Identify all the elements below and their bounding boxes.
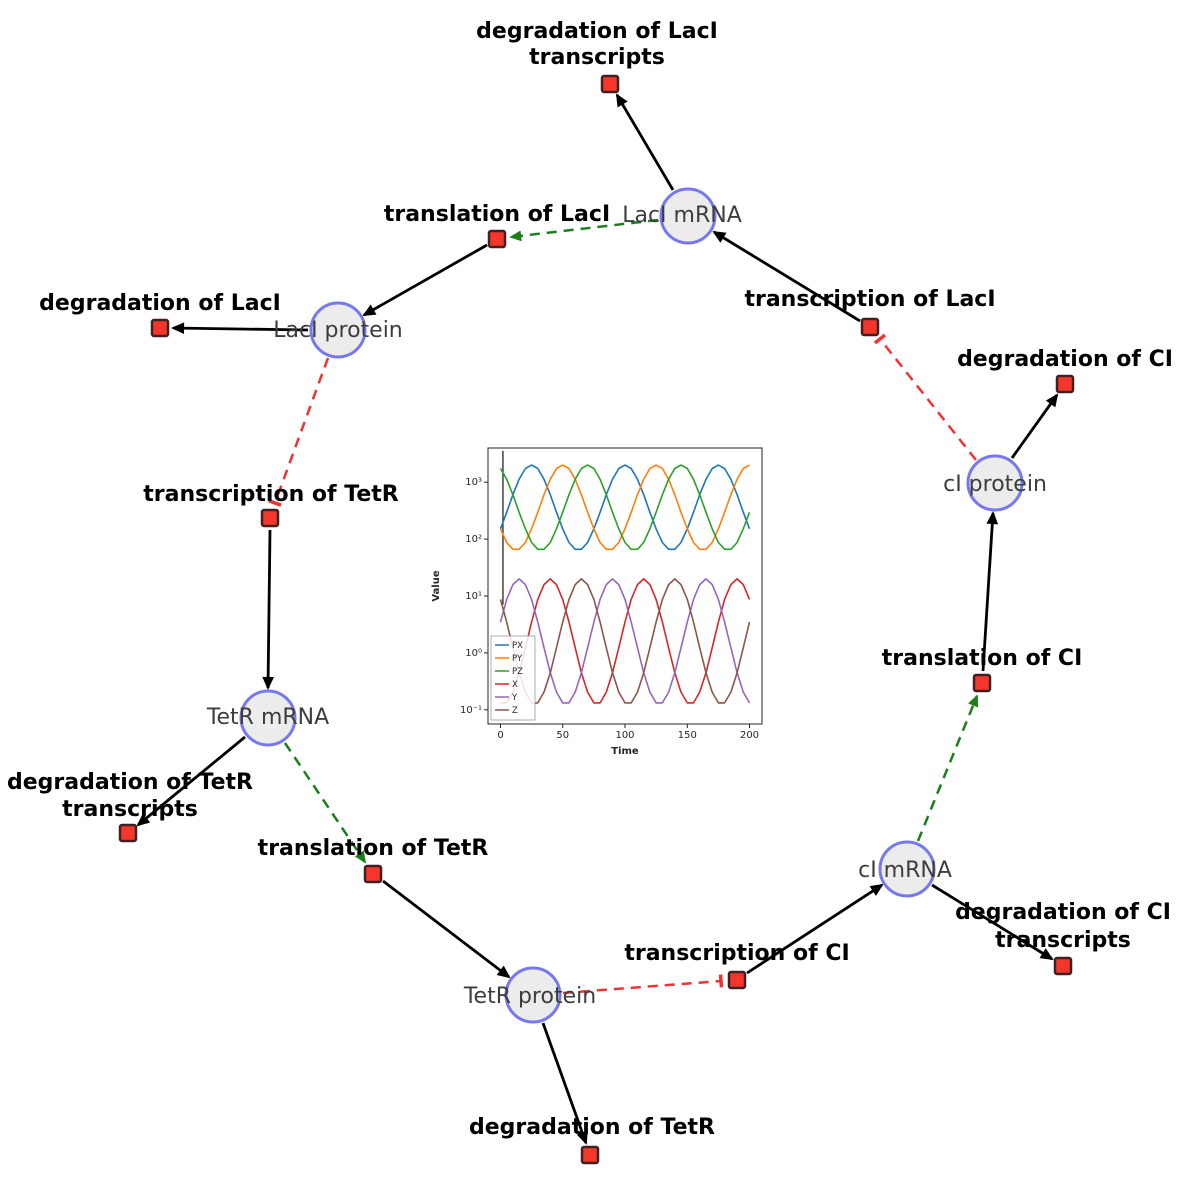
- reaction-label: degradation of TetR: [7, 770, 253, 795]
- reaction-label: degradation of TetR: [469, 1115, 715, 1140]
- edge-laci-mrna-to-degradation-of-laci-transcripts: [615, 93, 675, 191]
- legend-item-y: Y: [511, 693, 518, 703]
- x-tick-label: 200: [740, 730, 759, 741]
- species-layer: [239, 187, 1024, 1024]
- species-label: TetR protein: [463, 984, 596, 1009]
- reaction-node-degradation-of-laci-transcripts: [600, 74, 620, 94]
- reaction-label: transcription of TetR: [143, 482, 399, 507]
- reaction-node-translation-of-laci: [487, 229, 507, 249]
- reaction-label: transcripts: [529, 45, 665, 70]
- reaction-layer: [118, 74, 1075, 1165]
- inset-plot: 10⁻¹ 10⁰ 10¹ 10² 10³ 0 50 100 150 200 Ti…: [431, 447, 763, 757]
- species-node-laci-mrna: [659, 187, 717, 245]
- reaction-node-translation-of-ci: [972, 673, 992, 693]
- x-axis-label: Time: [611, 746, 639, 757]
- y-tick-label: 10⁻¹: [460, 705, 482, 716]
- y-tick-label: 10³: [465, 477, 482, 488]
- y-axis-label: Value: [431, 570, 442, 601]
- species-label: LacI protein: [273, 318, 403, 343]
- edge-layer: [136, 93, 1059, 1145]
- series-line-pz: [499, 464, 751, 551]
- reaction-label: transcription of LacI: [744, 287, 995, 312]
- reaction-label: degradation of LacI: [476, 19, 718, 44]
- edge-tetr-protein-to-degradation-of-tetr: [541, 1022, 588, 1145]
- species-label-layer: LacI mRNA LacI protein cI protein TetR m…: [206, 203, 1047, 1009]
- edge-laci-mrna-to-translation-of-laci: [509, 218, 659, 242]
- edge-ci-protein-to-degradation-of-ci: [1010, 393, 1059, 459]
- series-line-px: [499, 464, 751, 551]
- series-line-z: [499, 578, 751, 704]
- species-node-ci-protein: [966, 454, 1024, 512]
- species-label: TetR mRNA: [206, 705, 329, 730]
- reaction-node-transcription-of-tetr: [260, 508, 280, 528]
- reaction-label: transcription of CI: [624, 941, 849, 966]
- y-tick-label: 10⁰: [465, 648, 482, 659]
- y-tick-label: 10¹: [465, 591, 482, 602]
- reaction-label: transcripts: [995, 928, 1131, 953]
- x-tick-label: 50: [556, 730, 569, 741]
- reaction-node-degradation-of-tetr-transcripts: [118, 823, 138, 843]
- reaction-label: translation of TetR: [258, 836, 489, 861]
- reaction-label: degradation of CI: [957, 347, 1173, 372]
- legend-item-py: PY: [512, 654, 523, 664]
- species-label: cI protein: [943, 472, 1047, 497]
- reaction-label: degradation of LacI: [39, 291, 281, 316]
- edge-tetr-mrna-to-degradation-of-tetr-transcripts: [136, 735, 246, 827]
- edge-transcription-of-laci-to-laci-mrna: [712, 230, 861, 323]
- x-tick-label: 0: [497, 730, 503, 741]
- edge-translation-of-laci-to-laci-protein: [362, 243, 488, 317]
- chart-curves: [499, 450, 751, 704]
- edge-laci-protein-to-degradation-of-laci: [171, 322, 309, 335]
- edge-ci-protein-to-transcription-of-laci: [873, 333, 977, 461]
- edge-laci-protein-to-transcription-of-tetr: [268, 357, 330, 507]
- species-node-laci-protein: [309, 301, 367, 359]
- reaction-label: degradation of CI: [955, 900, 1171, 925]
- legend-item-pz: PZ: [512, 667, 523, 677]
- reaction-node-transcription-of-ci: [727, 970, 747, 990]
- edge-transcription-of-tetr-to-tetr-mrna: [262, 529, 274, 690]
- x-tick-label: 100: [615, 730, 634, 741]
- x-tick-label: 150: [678, 730, 697, 741]
- edge-ci-mrna-to-degradation-of-ci-transcripts: [931, 883, 1054, 961]
- edge-ci-mrna-to-translation-of-ci: [916, 694, 979, 842]
- edge-translation-of-tetr-to-tetr-protein: [382, 879, 511, 979]
- reaction-node-degradation-of-ci: [1055, 374, 1075, 394]
- edge-tetr-mrna-to-translation-of-tetr: [283, 742, 367, 864]
- legend-item-px: PX: [512, 641, 523, 651]
- legend-item-z: Z: [512, 706, 518, 716]
- edge-translation-of-ci-to-ci-protein: [981, 511, 999, 672]
- y-ticks: [484, 481, 488, 711]
- series-line-y: [499, 578, 751, 704]
- reaction-node-transcription-of-laci: [860, 317, 880, 337]
- species-label: LacI mRNA: [622, 203, 742, 228]
- y-tick-label: 10²: [465, 534, 482, 545]
- reaction-label-layer: degradation of LacI transcripts translat…: [7, 19, 1173, 1140]
- species-node-tetr-mrna: [239, 689, 297, 747]
- legend-item-x: X: [512, 680, 518, 690]
- edge-tetr-protein-to-transcription-of-ci: [562, 974, 724, 995]
- edge-transcription-of-ci-to-ci-mrna: [746, 883, 884, 975]
- reaction-node-translation-of-tetr: [363, 864, 383, 884]
- series-line-x: [500, 578, 751, 704]
- legend-box: [490, 635, 536, 721]
- reaction-label: translation of LacI: [384, 202, 610, 227]
- reaction-label: translation of CI: [882, 646, 1083, 671]
- species-node-ci-mrna: [878, 840, 936, 898]
- species-node-tetr-protein: [504, 966, 562, 1024]
- reaction-node-degradation-of-laci: [150, 318, 170, 338]
- reaction-label: transcripts: [62, 797, 198, 822]
- legend: PX PY PZ X Y Z: [490, 635, 536, 721]
- x-ticks: [500, 724, 750, 728]
- reaction-node-degradation-of-tetr: [580, 1145, 600, 1165]
- species-label: cI mRNA: [858, 858, 952, 883]
- reaction-node-degradation-of-ci-transcripts: [1053, 956, 1073, 976]
- series-line-py: [499, 464, 750, 551]
